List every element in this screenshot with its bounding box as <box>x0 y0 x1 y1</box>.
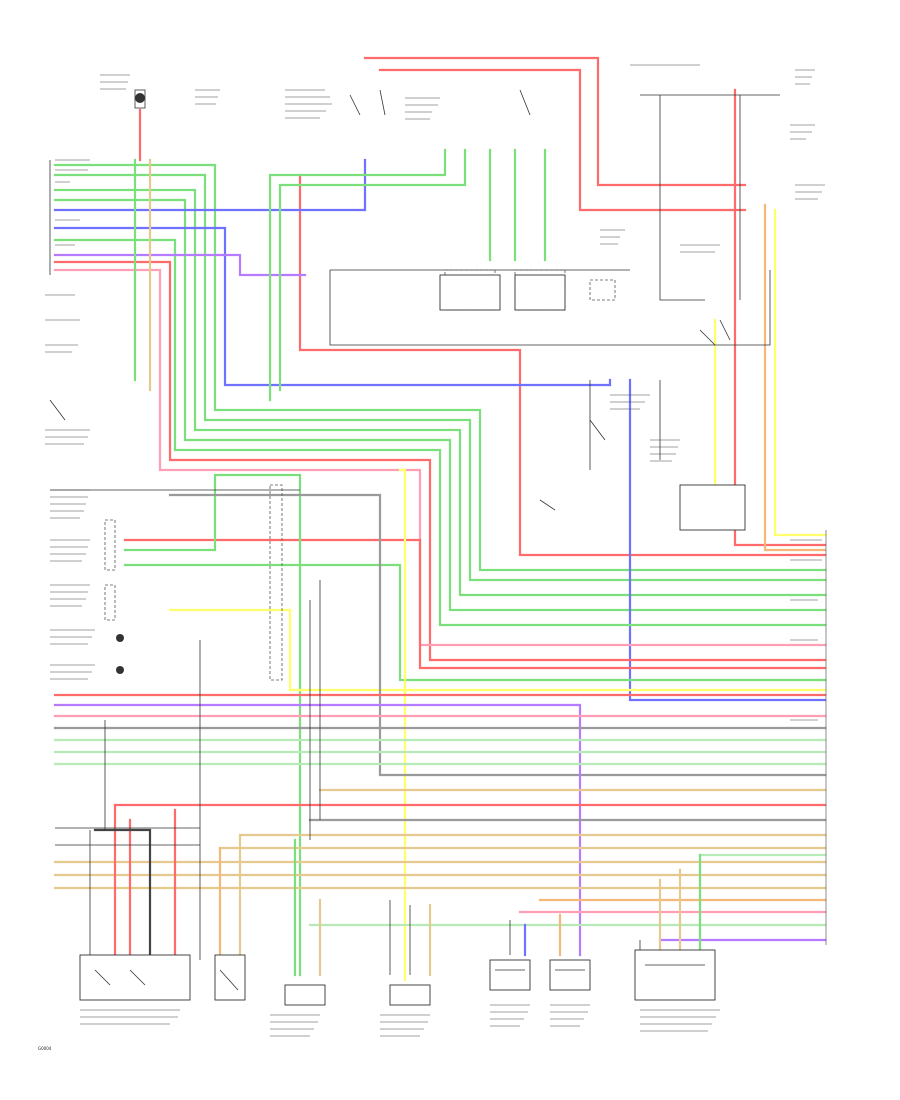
component-shift-solenoid <box>389 984 431 1006</box>
wire-blue-1 <box>53 158 367 212</box>
label-marks <box>45 64 825 1037</box>
component-symbols <box>49 89 731 991</box>
wire-pink-1 <box>53 268 827 647</box>
wire-green-mid-2 <box>123 473 302 977</box>
wire-green-4 <box>53 198 827 612</box>
wire-violet-1 <box>53 253 307 277</box>
wire-dark-drop-1 <box>93 828 152 962</box>
wire-yellow-right <box>773 208 827 537</box>
thin-wires <box>49 94 780 975</box>
wire-green-up-2 <box>278 148 467 392</box>
wire-green-1 <box>53 163 827 572</box>
component-throttle-position-sensor <box>514 274 566 311</box>
wire-green-3 <box>53 188 827 597</box>
wire-red-center <box>298 173 827 557</box>
component-main-relay <box>439 274 501 311</box>
component-transmission-range-switch <box>634 949 716 1001</box>
wire-orange-right <box>763 203 827 552</box>
component-vehicle-speed-sensor <box>284 984 326 1006</box>
wire-red-top-2 <box>378 68 747 212</box>
wire-blue-3 <box>628 378 827 702</box>
wire-yellow-mid <box>168 608 827 692</box>
wire-blue-2 <box>53 226 612 387</box>
wire-red-mid-1 <box>123 538 827 670</box>
wire-green-5 <box>53 238 827 627</box>
wire-gray-mid <box>168 493 827 777</box>
component-heated-oxygen-sensor-1 <box>489 959 531 991</box>
wire-violet-low <box>53 703 582 957</box>
wire-green-2 <box>53 173 827 582</box>
component-idle-air-control <box>679 484 746 531</box>
wire-red-top <box>363 56 747 187</box>
page-code: G0004 <box>38 1046 52 1051</box>
component-ecm-pcm <box>79 954 191 1001</box>
wire-harness <box>53 56 827 982</box>
wire-yellow-mid-2 <box>398 468 407 982</box>
component-electrical-load-detector <box>214 954 246 1001</box>
connector-outlines <box>104 269 616 681</box>
component-heated-oxygen-sensor-2 <box>549 959 591 991</box>
wire-green-up-1 <box>268 148 447 402</box>
components <box>79 274 746 1006</box>
wire-red-right-drop <box>733 88 827 547</box>
wire-green-mid-1 <box>123 563 827 682</box>
